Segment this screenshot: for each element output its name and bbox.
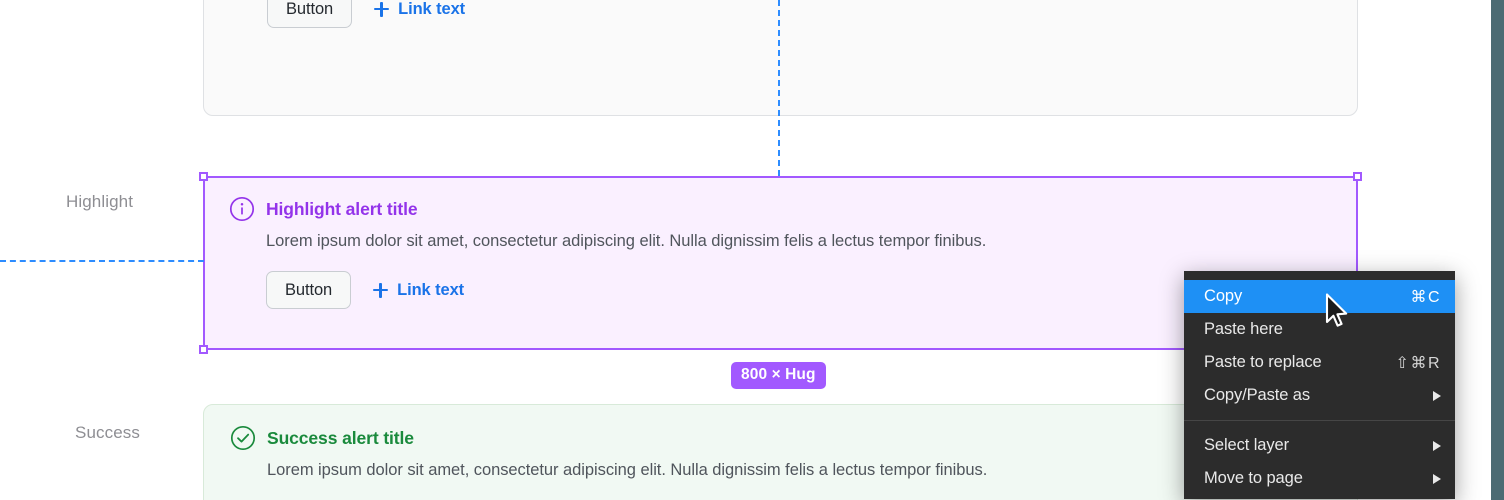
menu-separator: [1184, 420, 1455, 421]
alert-card-highlight[interactable]: Highlight alert title Lorem ipsum dolor …: [203, 176, 1358, 350]
plus-icon: [374, 1, 390, 17]
alert-description: Lorem ipsum dolor sit amet, consectetur …: [266, 232, 987, 250]
menu-item-label: Move to page: [1204, 469, 1303, 487]
alert-button[interactable]: Button: [266, 271, 352, 309]
alert-button[interactable]: Button: [267, 0, 353, 28]
info-circle-icon: [229, 196, 255, 222]
menu-item-label: Copy: [1204, 287, 1243, 305]
submenu-arrow-icon: [1433, 440, 1441, 451]
alignment-guide-vertical: [778, 0, 780, 176]
menu-item-label: Select layer: [1204, 436, 1290, 454]
menu-item-paste-here[interactable]: Paste here: [1184, 313, 1455, 346]
submenu-arrow-icon: [1433, 390, 1441, 401]
selection-size-badge: 800 × Hug: [731, 362, 826, 389]
menu-item-label: Paste to replace: [1204, 353, 1322, 371]
menu-item-move-to-page[interactable]: Move to page: [1184, 462, 1455, 495]
right-panel-edge: [1491, 0, 1504, 500]
alert-link-label: Link text: [397, 280, 465, 299]
menu-item-select-layer[interactable]: Select layer: [1184, 429, 1455, 462]
alert-link-label: Link text: [398, 0, 466, 18]
row-label-highlight: Highlight: [66, 192, 134, 211]
menu-item-shortcut: ⌘C: [1410, 288, 1441, 306]
context-menu[interactable]: Copy ⌘C Paste here Paste to replace ⇧⌘R …: [1184, 271, 1455, 499]
alert-card-info[interactable]: Lorem ipsum dolor sit amet, consectetur …: [203, 0, 1358, 116]
menu-item-label: Copy/Paste as: [1204, 386, 1311, 404]
alert-link[interactable]: Link text: [374, 0, 465, 19]
submenu-arrow-icon: [1433, 473, 1441, 484]
menu-item-shortcut: ⇧⌘R: [1395, 354, 1441, 372]
alert-description: Lorem ipsum dolor sit amet, consectetur …: [267, 461, 988, 479]
menu-item-label: Paste here: [1204, 320, 1283, 338]
check-circle-icon: [230, 425, 256, 451]
alert-title: Success alert title: [267, 428, 414, 448]
menu-item-paste-to-replace[interactable]: Paste to replace ⇧⌘R: [1184, 346, 1455, 379]
menu-item-copy[interactable]: Copy ⌘C: [1184, 280, 1455, 313]
menu-item-copy-paste-as[interactable]: Copy/Paste as: [1184, 379, 1455, 412]
alert-link[interactable]: Link text: [373, 281, 464, 300]
alert-title: Highlight alert title: [266, 199, 418, 219]
plus-icon: [373, 282, 389, 298]
row-label-success: Success: [75, 423, 140, 442]
alert-card-success[interactable]: Success alert title Lorem ipsum dolor si…: [203, 404, 1358, 500]
alignment-guide-horizontal: [0, 260, 204, 262]
